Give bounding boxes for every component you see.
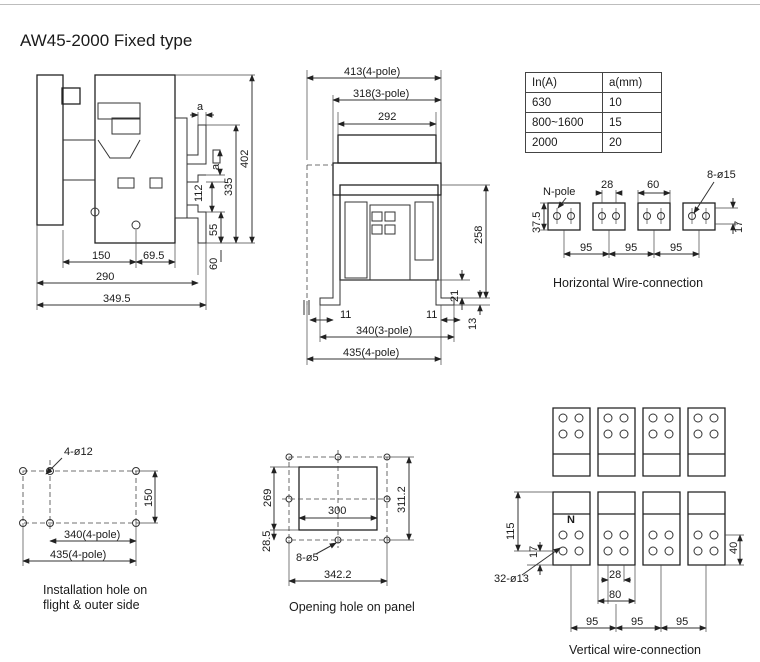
top-divider [0,4,760,5]
table-cell: 15 [602,112,662,133]
install-caption-1: Installation hole on [43,583,147,597]
h-dim-37-5: 37.5 [531,212,543,233]
panel-dim-28-5: 28.5 [261,531,273,552]
h-npole-label: N-pole [543,186,575,198]
table-cell: 630 [525,92,603,113]
table-cell: 800~1600 [525,112,603,133]
dim-150: 150 [92,250,110,262]
table-cell: 10 [602,92,662,113]
dim-335: 335 [223,178,235,196]
dim-60: 60 [208,258,220,270]
installation-holes: 4-ø12 150 340(4-pole) 435(4-pole) Instal… [19,446,158,612]
vertical-wire-connection: N 115 17 40 32-ø13 28 80 95 95 95 [494,407,744,657]
side-top-knob [61,87,81,105]
v-holes-label: 32-ø13 [494,573,529,585]
panel-dim-269: 269 [262,489,274,507]
panel-opening: 300 269 311.2 28.5 8-ø5 342.2 Opening ho… [261,450,415,614]
table-cell: 20 [602,132,662,153]
dim-11-left: 11 [340,309,351,321]
table-cell: 2000 [525,132,603,153]
table-header-row: In(A) a(mm) [525,72,662,93]
dim-21: 21 [449,290,461,302]
table-row: 630 10 [525,92,662,113]
install-dim-340: 340(4-pole) [64,529,120,541]
h-dim-17: 17 [733,221,745,233]
dim-11-right: 11 [426,309,437,321]
table-header-cell: a(mm) [602,72,662,93]
h-dim-28: 28 [601,179,613,191]
h-pitch-1: 95 [580,242,592,254]
dim-13: 13 [467,318,479,330]
panel-dim-342-2: 342.2 [324,569,352,581]
dim-55: 55 [208,224,220,236]
v-dim-115: 115 [505,522,517,540]
v-dim-28: 28 [609,569,621,581]
dim-292: 292 [378,111,396,123]
h-busbar-2 [637,202,671,231]
side-hole-a [90,207,100,217]
v-pitch-2: 95 [631,616,643,628]
dim-258: 258 [473,226,485,244]
table-header-cell: In(A) [525,72,603,93]
dim-69-5: 69.5 [143,250,164,262]
v-caption: Vertical wire-connection [569,643,701,657]
dim-413: 413(4-pole) [344,66,400,78]
h-dim-60: 60 [647,179,659,191]
horizontal-wire-connection: N-pole 28 60 8-ø15 37.5 17 95 95 95 Hori… [531,169,745,290]
table-row: 2000 20 [525,132,662,153]
side-body [94,74,176,244]
dim-435: 435(4-pole) [343,347,399,359]
install-caption-2: flight & outer side [43,598,140,612]
install-dim-150: 150 [143,489,155,507]
v-dim-80: 80 [609,589,621,601]
front-upper-body [332,162,442,196]
side-rear-panel [36,74,64,226]
dim-318: 318(3-pole) [353,88,409,100]
install-dim-435: 435(4-pole) [50,549,106,561]
front-view: 413(4-pole) 318(3-pole) 292 258 21 13 11… [303,66,490,365]
v-pitch-3: 95 [676,616,688,628]
v-dim-40: 40 [728,542,740,554]
panel-caption: Opening hole on panel [289,600,415,614]
dim-290: 290 [96,271,114,283]
front-lower-body [339,184,439,281]
front-top-block [337,134,437,164]
v-npole-label: N [567,514,575,526]
side-hole-b [131,220,141,230]
table-row: 800~1600 15 [525,112,662,133]
rating-table: In(A) a(mm) 630 10 800~1600 15 2000 20 [525,72,662,153]
v-pitch-1: 95 [586,616,598,628]
dim-a-mid: a [210,163,222,170]
dim-349-5: 349.5 [103,293,131,305]
side-view: a a 402 335 112 55 60 150 69.5 290 349.5 [36,74,255,310]
install-holes-label: 4-ø12 [64,446,93,458]
dim-112: 112 [193,184,205,202]
panel-dim-311-2: 311.2 [396,486,408,513]
h-pitch-2: 95 [625,242,637,254]
h-busbar-n [547,202,581,231]
h-busbar-1 [592,202,626,231]
h-caption: Horizontal Wire-connection [553,276,703,290]
h-busbar-3 [682,202,716,231]
dim-a-top: a [197,101,204,113]
h-holes-label: 8-ø15 [707,169,736,181]
dim-340: 340(3-pole) [356,325,412,337]
dim-402: 402 [239,150,251,168]
v-dim-17: 17 [528,546,540,558]
page-title: AW45-2000 Fixed type [20,31,193,50]
panel-holes-label: 8-ø5 [296,552,319,564]
h-pitch-3: 95 [670,242,682,254]
panel-dim-300: 300 [328,505,346,517]
